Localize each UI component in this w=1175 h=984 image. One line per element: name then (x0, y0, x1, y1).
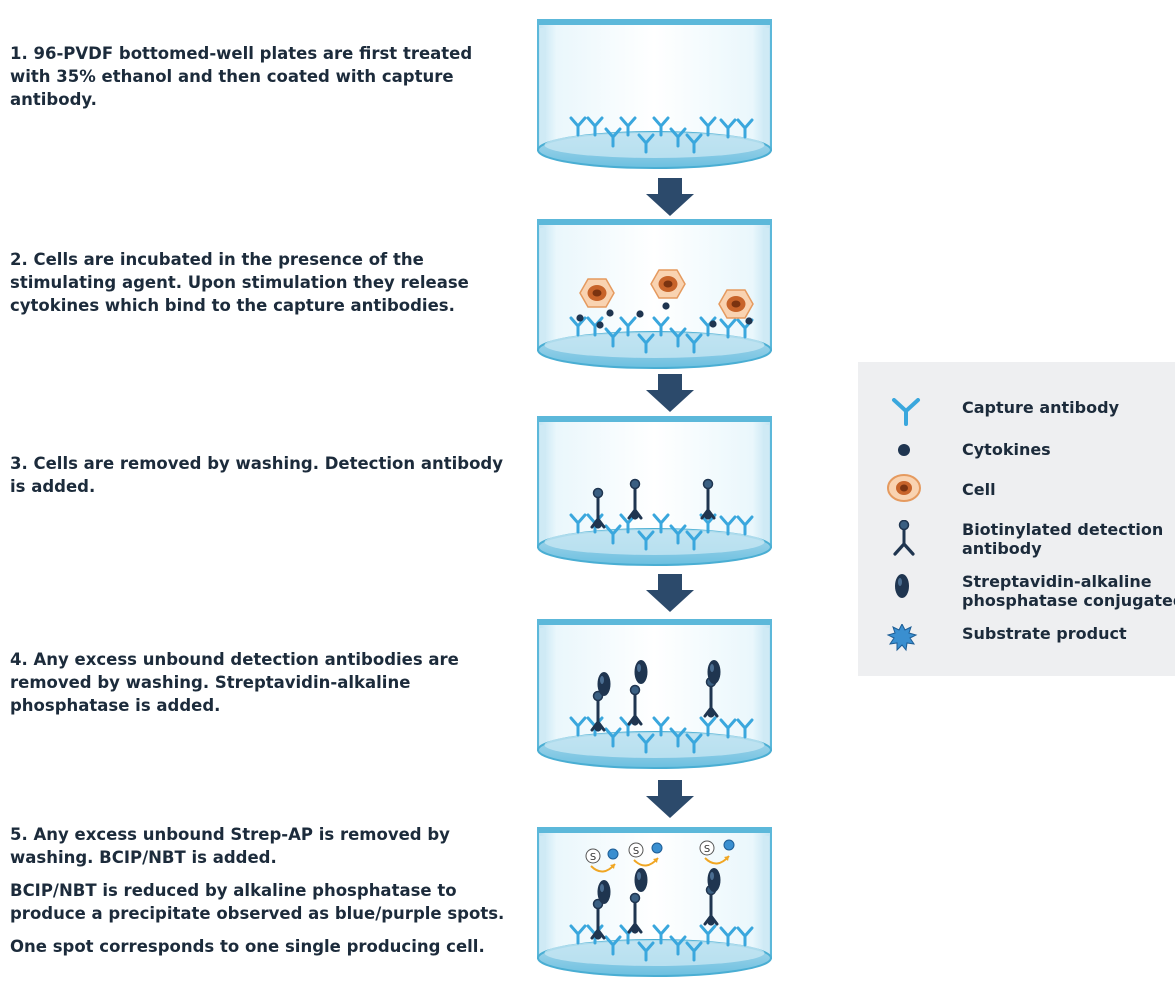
step-5-line-1: 5. Any excess unbound Strep-AP is remove… (10, 825, 450, 867)
well-step-4 (537, 619, 772, 769)
legend-label-capture-antibody: Capture antibody (962, 398, 1119, 417)
step-3-line: 3. Cells are removed by washing. Detecti… (10, 454, 503, 496)
arrow-3-to-4 (646, 574, 694, 612)
arrow-4-to-5 (646, 780, 694, 818)
arrow-1-to-2 (646, 178, 694, 216)
legend: Capture antibody Cytokines Cell Biotinyl… (858, 362, 1175, 676)
step-5-line-2: BCIP/NBT is reduced by alkaline phosphat… (10, 881, 505, 923)
legend-item-cell: Cell (886, 474, 1175, 508)
legend-label-cytokines: Cytokines (962, 440, 1051, 459)
cell-a (579, 278, 615, 308)
well-step-5: S S S (537, 827, 772, 977)
legend-item-capture-antibody: Capture antibody (886, 398, 1175, 426)
substrate-product-icon (886, 624, 918, 652)
well-step-2 (537, 219, 772, 369)
step-5-line-3: One spot corresponds to one single produ… (10, 937, 485, 956)
substrate-s-label-c: S (704, 844, 710, 855)
arrow-2-to-3 (646, 374, 694, 412)
legend-label-detection-antibody: Biotinylated detection antibody (962, 520, 1164, 558)
substrate-s-label-b: S (633, 846, 639, 857)
substrate-s-label-a: S (590, 852, 596, 863)
detection-antibody-icon (893, 520, 915, 556)
step-4-text: 4. Any excess unbound detection antibodi… (10, 648, 510, 727)
legend-label-strep-ap: Streptavidin-alkaline phosphatase conjug… (962, 572, 1175, 610)
cytokine-icon (898, 444, 910, 456)
substrate-conversion-c: S (699, 839, 735, 865)
step-5-text: 5. Any excess unbound Strep-AP is remove… (10, 823, 510, 968)
legend-item-strep-ap: Streptavidin-alkaline phosphatase conjug… (886, 572, 1175, 612)
capture-antibody-icon (892, 398, 920, 426)
strep-ap-icon (895, 574, 909, 598)
step-1-text: 1. 96-PVDF bottomed-well plates are firs… (10, 42, 510, 121)
substrate-conversion-a: S (585, 848, 619, 873)
step-3-text: 3. Cells are removed by washing. Detecti… (10, 452, 510, 508)
legend-label-substrate-product: Substrate product (962, 624, 1127, 643)
well-step-1 (537, 19, 772, 169)
legend-item-cytokines: Cytokines (886, 440, 1175, 464)
step-4-line: 4. Any excess unbound detection antibodi… (10, 650, 459, 715)
well-step-3 (537, 416, 772, 566)
step-2-line: 2. Cells are incubated in the presence o… (10, 250, 469, 315)
step-1-line: 1. 96-PVDF bottomed-well plates are firs… (10, 44, 473, 109)
legend-label-cell: Cell (962, 480, 996, 499)
legend-item-detection-antibody: Biotinylated detection antibody (886, 520, 1175, 560)
cell-icon (887, 474, 921, 502)
cell-c (718, 289, 754, 319)
cell-b (650, 269, 686, 299)
substrate-conversion-b: S (628, 842, 663, 867)
step-2-text: 2. Cells are incubated in the presence o… (10, 248, 510, 327)
legend-item-substrate-product: Substrate product (886, 624, 1175, 654)
